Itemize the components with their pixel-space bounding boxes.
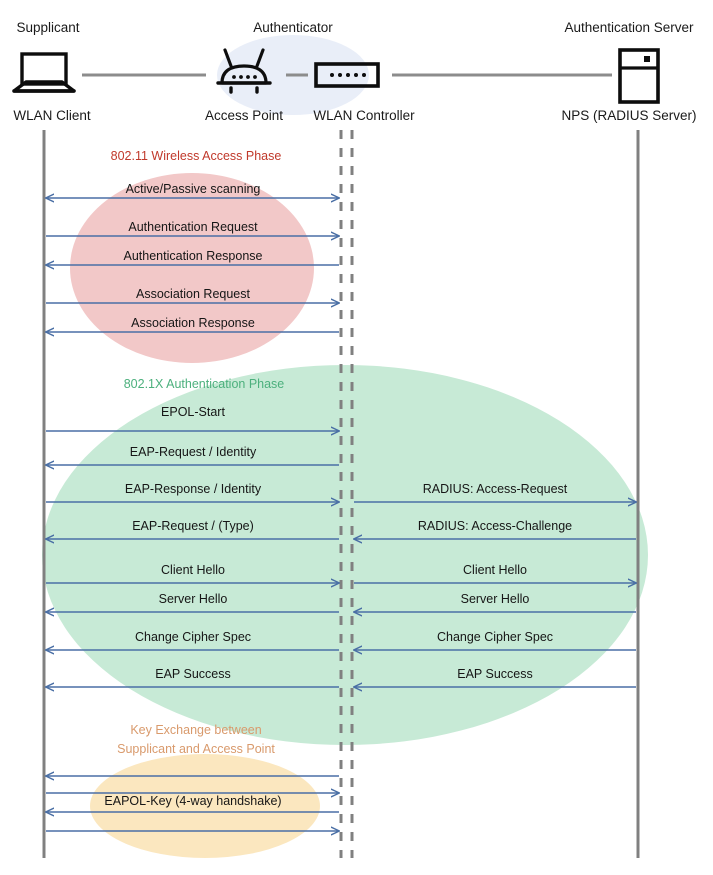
message-label-change-cipher-spec-right: Change Cipher Spec	[436, 630, 554, 644]
message-label-epol-start: EPOL-Start	[161, 405, 225, 419]
actor-name-nps-radius-server: NPS (RADIUS Server)	[561, 108, 697, 123]
actor-name-access-point: Access Point	[204, 108, 284, 123]
message-label-association-request: Association Request	[136, 287, 250, 301]
phase-label-802-1x: 802.1X Authentication Phase	[123, 377, 285, 391]
actor-role-authentication-server: Authentication Server	[564, 20, 694, 35]
actor-role-supplicant: Supplicant	[16, 20, 80, 35]
actor-role-authenticator: Authenticator	[253, 20, 333, 35]
phase-802-1x-blob	[42, 365, 648, 745]
server-icon	[618, 48, 660, 104]
message-label-change-cipher-spec-left: Change Cipher Spec	[134, 630, 252, 644]
message-label-client-hello-right: Client Hello	[463, 563, 527, 577]
message-label-server-hello-right: Server Hello	[460, 592, 530, 606]
message-label-eap-request-identity: EAP-Request / Identity	[129, 445, 257, 459]
message-label-eap-request-type: EAP-Request / (Type)	[132, 519, 254, 533]
phase-key-exchange-blob	[90, 754, 320, 858]
phase-label-key-exchange-line1: Key Exchange between	[130, 723, 262, 737]
phase-802-11-blob	[70, 173, 314, 363]
message-label-radius-access-challenge: RADIUS: Access-Challenge	[417, 519, 573, 533]
wlan-controller-icon	[314, 62, 380, 88]
actor-name-wlan-client: WLAN Client	[13, 108, 91, 123]
message-label-association-response: Association Response	[131, 316, 255, 330]
laptop-icon	[12, 52, 76, 93]
phase-label-802-11: 802.11 Wireless Access Phase	[110, 149, 282, 163]
message-label-eap-success-left: EAP Success	[155, 667, 231, 681]
message-label-server-hello-left: Server Hello	[158, 592, 228, 606]
access-point-icon	[216, 48, 272, 94]
message-label-eap-success-right: EAP Success	[457, 667, 533, 681]
message-label-client-hello-left: Client Hello	[161, 563, 225, 577]
message-label-authentication-request: Authentication Request	[128, 220, 258, 234]
message-label-eapol-key-handshake: EAPOL-Key (4-way handshake)	[104, 794, 282, 808]
message-label-active-passive-scanning: Active/Passive scanning	[125, 182, 261, 196]
message-label-authentication-response: Authentication Response	[123, 249, 263, 263]
phase-label-key-exchange-line2: Supplicant and Access Point	[117, 742, 275, 756]
message-label-eap-response-identity: EAP-Response / Identity	[124, 482, 262, 496]
actor-name-wlan-controller: WLAN Controller	[313, 108, 415, 123]
message-label-radius-access-request: RADIUS: Access-Request	[422, 482, 568, 496]
